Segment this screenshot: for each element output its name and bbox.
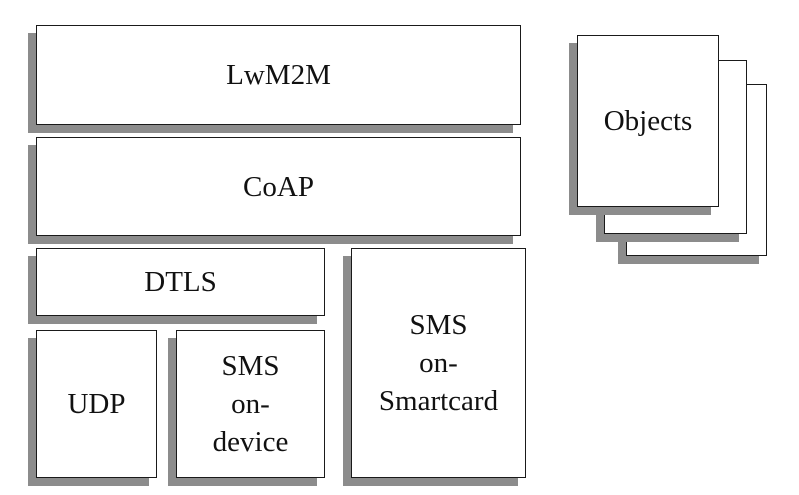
sms-on-device-layer: SMS on- device: [176, 330, 325, 478]
sms-on-device-line-2: on-: [231, 388, 270, 420]
sms-on-smartcard-line-3: Smartcard: [378, 385, 499, 417]
sms-on-device-line-3: device: [212, 426, 289, 458]
sms-on-smartcard-line-1: SMS: [409, 309, 468, 341]
objects-label: Objects: [603, 105, 693, 137]
sms-on-device-line-1: SMS: [221, 350, 280, 382]
sms-on-smartcard-line-2: on-: [419, 347, 458, 379]
coap-layer: CoAP: [36, 137, 521, 236]
udp-label: UDP: [67, 388, 126, 420]
sms-on-smartcard-layer: SMS on- Smartcard: [351, 248, 526, 478]
udp-layer: UDP: [36, 330, 157, 478]
lwm2m-label: LwM2M: [226, 59, 331, 91]
lwm2m-layer: LwM2M: [36, 25, 521, 125]
coap-label: CoAP: [243, 170, 314, 203]
dtls-label: DTLS: [144, 266, 217, 298]
objects-card-front: Objects: [577, 35, 719, 207]
dtls-layer: DTLS: [36, 248, 325, 316]
